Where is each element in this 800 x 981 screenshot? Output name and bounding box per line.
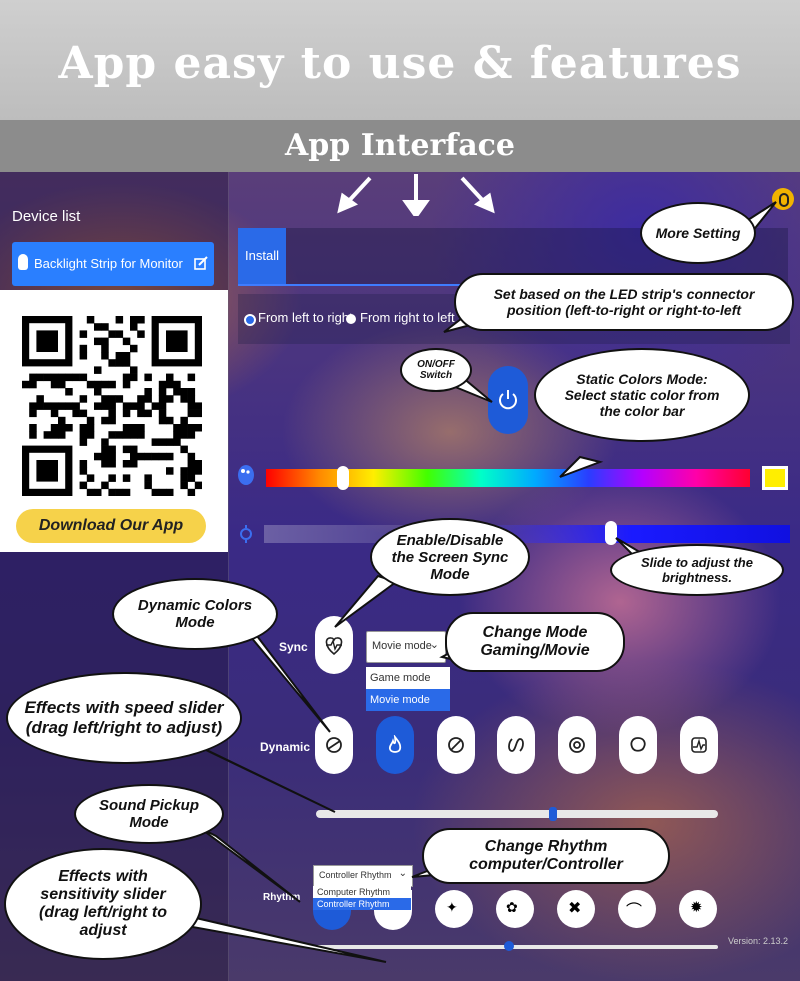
subtitle-banner: App Interface xyxy=(0,120,800,172)
rhythm-effect-6[interactable]: ⌒ xyxy=(618,890,656,928)
rhythm-effect-7[interactable]: ✹ xyxy=(679,890,717,928)
bubble-icon xyxy=(630,737,646,752)
callout-speed-slider: Effects with speed slider (drag left/rig… xyxy=(6,672,242,764)
swirl-icon xyxy=(326,737,342,753)
callout-brightness: Slide to adjust the brightness. xyxy=(610,544,784,596)
dynamic-effect-4[interactable] xyxy=(497,716,535,774)
dynamic-label: Dynamic xyxy=(260,740,311,754)
crossed-icon: ✖ xyxy=(568,900,582,917)
callout-sensitivity: Effects with sensitivity slider (drag le… xyxy=(4,848,202,960)
device-item[interactable]: Backlight Strip for Monitor xyxy=(12,242,214,286)
chevron-down-icon: ⌄ xyxy=(398,868,407,879)
power-toggle[interactable] xyxy=(488,366,528,434)
callout-more-setting: More Setting xyxy=(640,202,756,264)
sync-mode-select[interactable]: Movie mode ⌄ xyxy=(366,631,446,663)
callout-sound-pickup: Sound Pickup Mode xyxy=(74,784,224,844)
speed-slider-handle[interactable] xyxy=(549,807,558,821)
radio-left-to-right[interactable] xyxy=(244,314,256,326)
pulse-icon xyxy=(691,737,707,753)
loop-icon xyxy=(448,737,464,753)
callout-static-colors: Static Colors Mode: Select static color … xyxy=(534,348,750,442)
rainbow-icon: ⌒ xyxy=(626,903,643,920)
arrows-down-icon xyxy=(337,174,495,216)
banner-title: App easy to use & features xyxy=(58,38,742,89)
version-label: Version: 2.13.2 xyxy=(728,936,789,946)
wave-icon xyxy=(508,738,524,752)
qr-code xyxy=(22,316,202,496)
rhythm-effect-4[interactable]: ✿ xyxy=(496,890,534,928)
sidebar: Device list Backlight Strip for Monitor … xyxy=(0,172,229,981)
flame-icon xyxy=(388,735,402,753)
callout-change-mode: Change Mode Gaming/Movie xyxy=(445,612,625,672)
power-icon xyxy=(499,390,517,410)
sync-mode-value: Movie mode xyxy=(372,640,432,652)
device-name: Backlight Strip for Monitor xyxy=(34,256,183,271)
heart-pulse-icon xyxy=(325,637,343,656)
edit-icon[interactable] xyxy=(194,256,208,270)
brightness-icon xyxy=(240,525,252,543)
flower-icon: ✿ xyxy=(506,899,518,915)
burst-icon: ✹ xyxy=(690,899,703,916)
dynamic-effect-2[interactable] xyxy=(376,716,414,774)
selected-color-swatch xyxy=(762,466,788,490)
color-bar[interactable] xyxy=(266,469,750,487)
callout-change-rhythm: Change Rhythm computer/Controller xyxy=(422,828,670,884)
rhythm-label: Rhythm xyxy=(263,892,301,903)
right-to-left-label: From right to left xyxy=(360,310,455,325)
color-bar-handle[interactable] xyxy=(337,466,350,490)
brightness-slider[interactable] xyxy=(264,525,790,543)
left-to-right-label: From left to right xyxy=(258,310,353,325)
sync-option-game[interactable]: Game mode xyxy=(366,667,450,689)
rhythm-option-computer[interactable]: Computer Rhythm xyxy=(313,886,411,898)
speed-slider[interactable] xyxy=(316,810,718,818)
target-icon xyxy=(569,737,585,753)
callout-on-off: ON/OFF Switch xyxy=(400,348,472,392)
brightness-handle[interactable] xyxy=(605,521,618,545)
sensitivity-slider-handle[interactable] xyxy=(503,941,514,951)
bulb-icon xyxy=(18,254,28,270)
rhythm-effect-3[interactable]: ✦ xyxy=(435,890,473,928)
dynamic-effect-3[interactable] xyxy=(437,716,475,774)
sync-option-movie[interactable]: Movie mode xyxy=(366,689,450,711)
radio-right-to-left[interactable] xyxy=(346,314,356,324)
device-list-title: Device list xyxy=(12,208,81,225)
dynamic-effect-5[interactable] xyxy=(558,716,596,774)
sync-button[interactable] xyxy=(315,616,353,674)
chevron-down-icon: ⌄ xyxy=(429,639,439,651)
callout-direction: Set based on the LED strip's connector p… xyxy=(454,273,794,331)
app-screen: Device list Backlight Strip for Monitor … xyxy=(0,172,800,981)
qr-code-panel xyxy=(0,290,228,552)
dynamic-effect-1[interactable] xyxy=(315,716,353,774)
rhythm-effect-5[interactable]: ✖ xyxy=(557,890,595,928)
dynamic-effect-7[interactable] xyxy=(680,716,718,774)
rhythm-option-controller[interactable]: Controller Rhythm xyxy=(313,898,411,910)
tab-install[interactable]: Install xyxy=(238,228,286,284)
title-banner: App easy to use & features xyxy=(0,0,800,120)
rhythm-select[interactable]: Controller Rhythm ⌄ xyxy=(313,865,413,887)
sync-label: Sync xyxy=(279,640,308,654)
more-setting-icon[interactable] xyxy=(772,188,794,210)
sparkle-icon: ✦ xyxy=(446,899,458,915)
callout-screen-sync: Enable/Disable the Screen Sync Mode xyxy=(370,518,530,596)
banner-subtitle: App Interface xyxy=(285,128,515,163)
download-app-button[interactable]: Download Our App xyxy=(16,509,206,543)
dynamic-effect-6[interactable] xyxy=(619,716,657,774)
callout-dynamic-colors: Dynamic Colors Mode xyxy=(112,578,278,650)
rhythm-select-value: Controller Rhythm xyxy=(319,870,392,880)
sensitivity-slider[interactable] xyxy=(316,945,718,949)
palette-icon xyxy=(238,465,254,485)
